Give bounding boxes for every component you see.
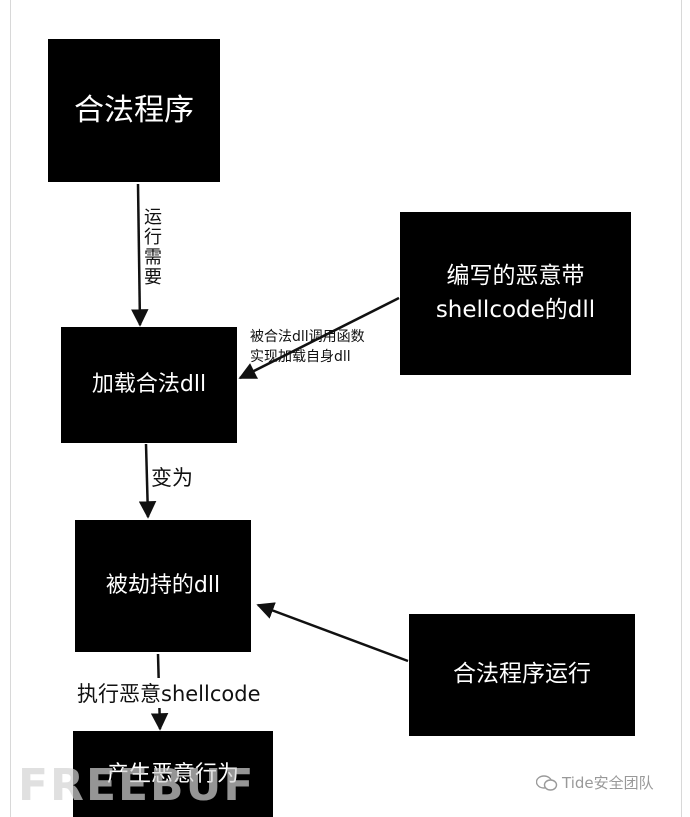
node-malicious-dll-line1: 编写的恶意带 [446,263,585,290]
diagram-frame [10,0,682,817]
arrow-call-load [238,296,400,380]
node-load-legit-dll-label: 加载合法dll [91,372,207,398]
node-malicious-behavior-label: 产生恶意行为 [106,762,239,787]
edge-label-becomes: 变为 [151,466,193,490]
watermark-freebuf: FREEBUF [18,760,256,811]
edge-label-run-need: 运行 需要 [144,207,162,288]
wechat-icon [535,774,558,792]
arrow-run-need [131,183,149,327]
node-malicious-dll-line2: shellcode的dll [435,296,596,323]
node-malicious-behavior: 产生恶意行为 [73,731,273,817]
node-hijacked-dll: 被劫持的dll [75,520,251,652]
edge-label-call-line2: 实现加载自身dll [250,349,351,365]
node-legit-program-run-label: 合法程序运行 [453,661,591,688]
node-load-legit-dll: 加载合法dll [61,327,237,443]
watermark-account-label: Tide安全团队 [562,774,654,792]
node-legit-program: 合法程序 [48,39,220,182]
arrow-becomes [138,443,157,519]
node-hijacked-dll-label: 被劫持的dll [105,573,221,599]
arrow-run-hijack [256,602,409,663]
node-legit-program-run: 合法程序运行 [409,614,635,736]
edge-label-exec-shellcode: 执行恶意shellcode [77,678,261,708]
edge-label-call-line1: 被合法dll调用函数 [250,329,365,345]
node-legit-program-label: 合法程序 [74,92,194,128]
watermark-account: Tide安全团队 [535,772,654,793]
node-malicious-dll: 编写的恶意带 shellcode的dll [400,212,631,375]
